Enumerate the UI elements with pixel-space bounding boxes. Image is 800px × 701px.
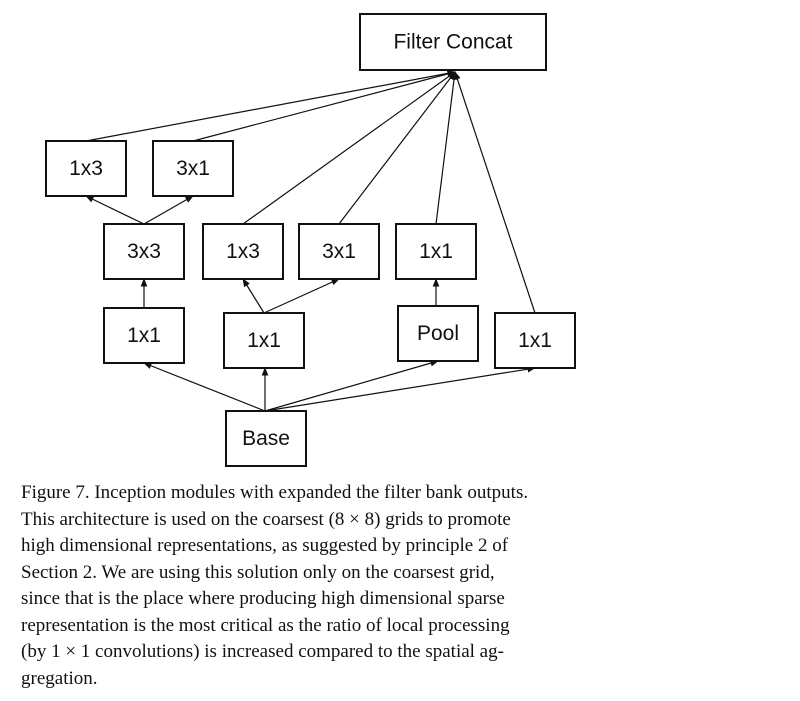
node-label: Base <box>242 427 290 450</box>
node-label: Filter Concat <box>393 31 512 54</box>
node-box <box>103 223 185 280</box>
node-box <box>494 312 576 369</box>
node-box <box>223 312 305 369</box>
node-label: 1x1 <box>419 240 453 263</box>
edge-b2_1x1-to-b2_3x1 <box>263 278 340 314</box>
edge-b3_1x1_top-to-filter_concat <box>435 71 458 225</box>
node-b3-pool: Pool <box>397 305 479 362</box>
edge-base-to-b3_pool <box>264 359 439 412</box>
node-b4-1x1: 1x1 <box>494 312 576 369</box>
node-label: 1x3 <box>69 157 103 180</box>
caption-line: Section 2. We are using this solution on… <box>21 561 495 583</box>
node-b2-1x3: 1x3 <box>202 223 284 280</box>
node-label: 1x1 <box>127 324 161 347</box>
node-b2-1x1: 1x1 <box>223 312 305 369</box>
node-label: 1x1 <box>518 329 552 352</box>
edge-b1_3x3-to-b1_3x1 <box>143 195 194 225</box>
figure-caption: Figure 7. Inception modules with expande… <box>21 480 611 692</box>
node-filter-concat: Filter Concat <box>359 13 547 71</box>
edge-b2_3x1-to-filter_concat <box>338 71 456 225</box>
caption-line: Figure 7. Inception modules with expande… <box>21 482 529 503</box>
node-box <box>395 223 477 280</box>
node-base: Base <box>225 410 307 467</box>
node-label: 3x1 <box>322 240 356 263</box>
edge-b1_3x1-to-filter_concat <box>192 70 456 142</box>
caption-line: representation is the most critical as t… <box>21 614 510 636</box>
node-box <box>152 140 234 197</box>
edge-b1_3x3-to-b1_1x3 <box>85 195 145 225</box>
node-label: 1x1 <box>247 329 281 352</box>
edge-base-to-b1_1x1 <box>143 362 266 412</box>
edge-b4_1x1-to-filter_concat <box>454 71 536 314</box>
node-box <box>225 410 307 467</box>
node-b2-3x1: 3x1 <box>298 223 380 280</box>
edges-layer <box>85 70 536 412</box>
node-box <box>45 140 127 197</box>
node-label: 3x1 <box>176 157 210 180</box>
edge-b2_1x1-to-b2_1x3 <box>242 278 265 314</box>
node-box <box>397 305 479 362</box>
node-box <box>359 13 547 71</box>
node-b1-1x1: 1x1 <box>103 307 185 364</box>
caption-line: gregation. <box>21 667 98 689</box>
node-box <box>202 223 284 280</box>
node-label: 1x3 <box>226 240 260 263</box>
caption-line: since that is the place where producing … <box>21 588 505 609</box>
edge-b1_1x3-to-filter_concat <box>85 70 456 142</box>
node-b1-1x3: 1x3 <box>45 140 127 197</box>
caption-line: This architecture is used on the coarses… <box>21 508 511 530</box>
edge-base-to-b4_1x1 <box>264 365 536 412</box>
node-b1-3x3: 3x3 <box>103 223 185 280</box>
node-box <box>103 307 185 364</box>
node-b3-1x1-top: 1x1 <box>395 223 477 280</box>
caption-line: (by 1 × 1 convolutions) is increased com… <box>21 641 504 662</box>
edge-b2_1x3-to-filter_concat <box>242 71 456 225</box>
caption-line: high dimensional representations, as sug… <box>21 535 509 556</box>
node-label: Pool <box>417 322 459 345</box>
node-label: 3x3 <box>127 240 161 263</box>
node-box <box>298 223 380 280</box>
node-b1-3x1: 3x1 <box>152 140 234 197</box>
